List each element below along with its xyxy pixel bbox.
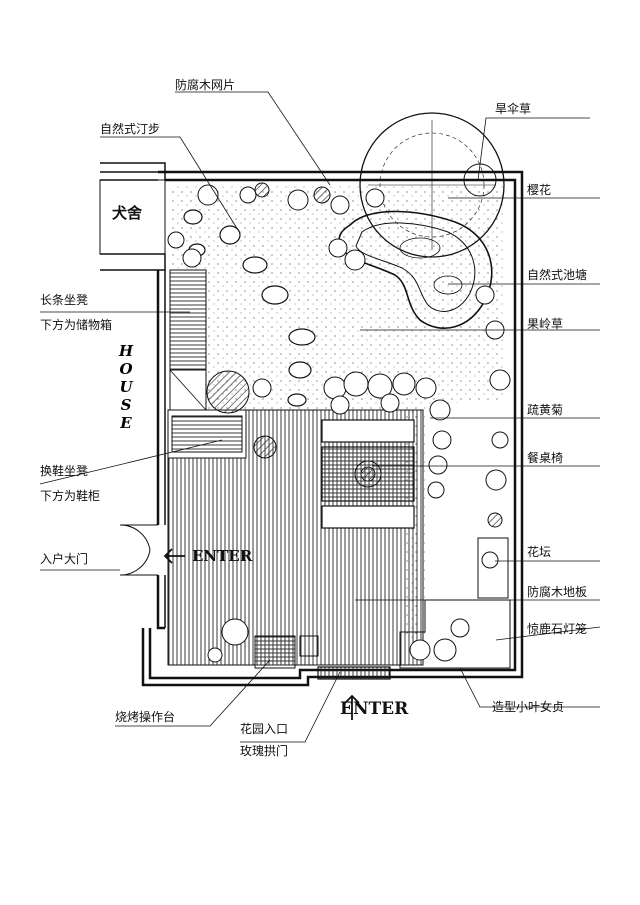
arrow-up-icon xyxy=(344,694,360,720)
label-xiafang-chuwuxiang: 下方为储物箱 xyxy=(40,318,113,332)
bbq-counter xyxy=(254,635,319,669)
label-shuhuangju: 疏黄菊 xyxy=(527,403,564,417)
label-huhu-damen: 入户大门 xyxy=(40,552,89,566)
plan-boundary-walls xyxy=(99,162,524,687)
label-ziranshi-chitang: 自然式池塘 xyxy=(527,268,588,282)
label-jinglu-shidenglong: 惊鹿石灯笼 xyxy=(527,622,588,636)
label-quanshe: 犬舍 xyxy=(112,204,143,222)
label-changtiao-zuodeng: 长条坐凳 xyxy=(40,293,89,307)
label-meigui-gongmen: 玫瑰拱门 xyxy=(240,744,289,758)
leader-lines xyxy=(39,91,601,743)
label-xiaoye-nvzhen: 造型小叶女贞 xyxy=(492,700,565,714)
label-fangfumu-diban: 防腐木地板 xyxy=(527,585,588,599)
label-hansancao: 旱伞草 xyxy=(495,102,532,116)
house-lettering: HOUSE xyxy=(118,342,134,432)
stepping-stones xyxy=(183,209,316,407)
label-huanxie-zuodeng: 换鞋坐凳 xyxy=(40,464,89,478)
label-ziranshi-tingbu: 自然式汀步 xyxy=(100,122,161,136)
enter-left-lettering: ENTER xyxy=(192,547,253,565)
dining-table-set xyxy=(321,419,415,529)
label-huatan: 花坛 xyxy=(527,545,552,559)
label-guolingcao: 果岭草 xyxy=(527,317,564,331)
arrow-left-icon xyxy=(163,548,185,564)
label-fangfumu-wangpian: 防腐木网片 xyxy=(175,78,236,92)
label-yinghua: 樱花 xyxy=(527,183,552,197)
label-canzhuoyi: 餐桌椅 xyxy=(527,451,564,465)
garden-gate xyxy=(317,666,391,680)
label-xiafang-xiegui: 下方为鞋柜 xyxy=(40,489,101,503)
long-bench xyxy=(169,269,207,411)
label-huayuan-rukou: 花园入口 xyxy=(240,722,289,736)
label-shaokao-caozuotai: 烧烤操作台 xyxy=(115,710,176,724)
hatched-trees xyxy=(206,182,503,528)
shrub-clusters xyxy=(167,184,511,663)
house-entry-door xyxy=(119,524,158,576)
enter-bottom-lettering: ENTER xyxy=(340,699,409,719)
